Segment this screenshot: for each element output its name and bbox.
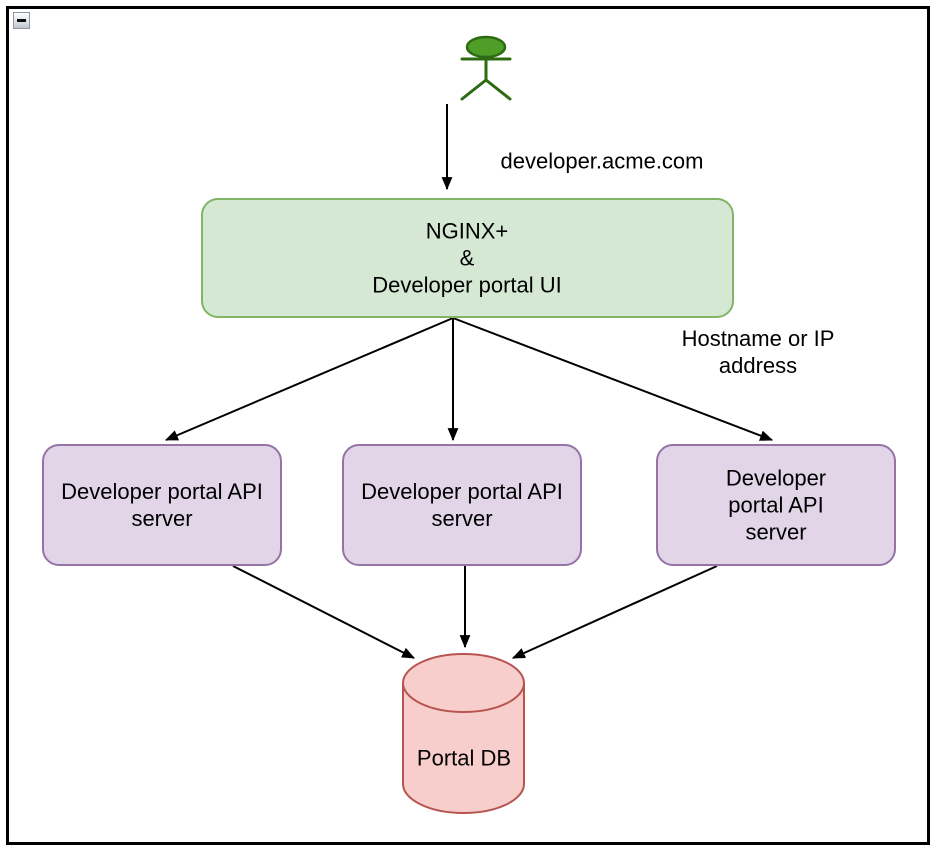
node-nginx-label: NGINX+ & Developer portal UI — [372, 218, 562, 298]
collapse-minus-icon — [17, 19, 26, 22]
node-api-server-1-box[interactable] — [42, 444, 282, 566]
node-portal-db-cylinder[interactable] — [402, 653, 525, 814]
node-portal-db-label: Portal DB — [416, 745, 512, 771]
actor-head — [465, 35, 507, 59]
node-nginx-box[interactable] — [201, 198, 734, 318]
cylinder-top — [402, 653, 525, 713]
user-actor-icon[interactable] — [460, 35, 512, 101]
actor-legs — [460, 78, 512, 101]
cylinder-body — [402, 683, 525, 814]
edge-label-developer-acme-com: developer.acme.com — [498, 147, 706, 175]
edge-server1-to-db — [232, 565, 415, 659]
node-api-server-3-label: Developer portal API server — [725, 465, 827, 545]
edge-nginx-to-server3 — [452, 317, 774, 441]
collapse-button[interactable] — [13, 12, 30, 29]
node-api-server-3-box[interactable] — [656, 444, 896, 566]
edge-server3-to-db — [512, 565, 718, 659]
node-api-server-2-label: Developer portal API server — [361, 479, 563, 531]
edge-nginx-to-server1 — [165, 317, 454, 441]
node-api-server-1-label: Developer portal API server — [61, 479, 263, 531]
edge-label-hostname-or-ip: Hostname or IP address — [669, 325, 847, 379]
node-api-server-2-box[interactable] — [342, 444, 582, 566]
